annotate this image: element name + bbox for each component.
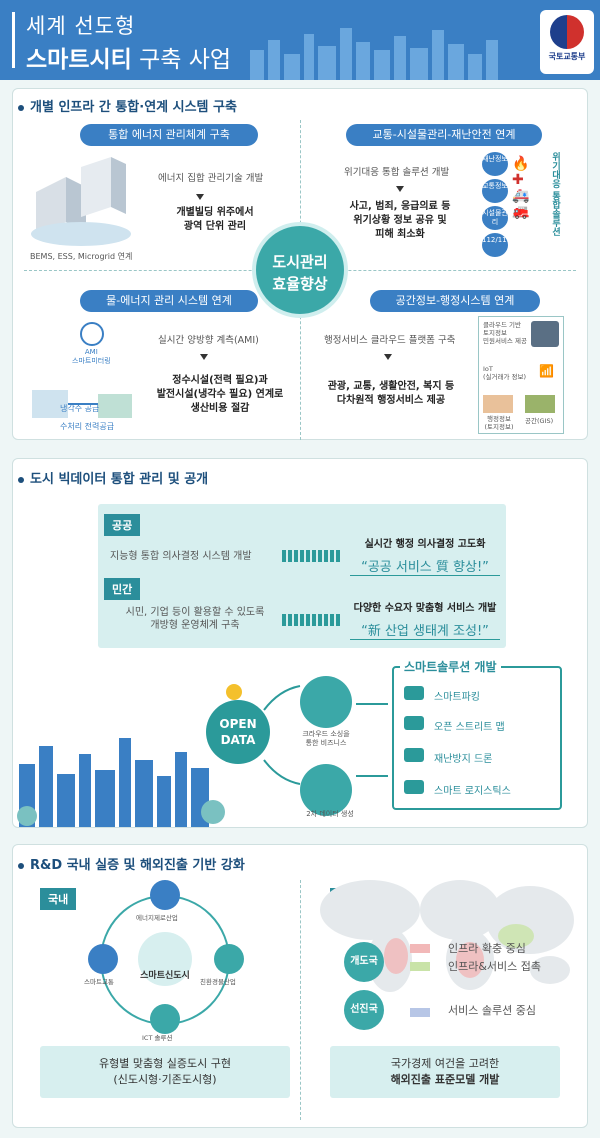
developing-badge: 개도국 <box>344 942 384 982</box>
arrow-icon <box>196 194 204 200</box>
arrow-icon <box>384 354 392 360</box>
sun-icon <box>226 684 242 700</box>
arrow-icon <box>282 550 342 562</box>
solution-item: 오픈 스트리트 맵 <box>434 722 505 733</box>
water-desc: 실시간 양방향 계측(AMI) <box>158 335 259 346</box>
water-pill: 물-에너지 관리 시스템 연계 <box>80 290 258 312</box>
arrow-icon <box>396 186 404 192</box>
section2-title: 도시 빅데이터 통합 관리 및 공개 <box>18 468 208 487</box>
public-result: 실시간 행정 의사결정 고도화 <box>364 539 486 550</box>
energy-pill: 통합 에너지 관리체계 구축 <box>80 124 258 146</box>
node-label: 친환경물산업 <box>200 978 236 986</box>
ministry-logo: 국토교통부 <box>540 10 594 74</box>
legend-label: 서비스 솔루션 중심 <box>448 1004 536 1017</box>
solution-item: 재난방지 드론 <box>434 754 493 765</box>
solution-item: 스마트파킹 <box>434 692 480 703</box>
city-skyline-illustration <box>17 738 225 827</box>
map-tile-icon <box>483 395 513 413</box>
cycle-arrows <box>263 685 388 785</box>
developed-badge: 선진국 <box>344 990 384 1030</box>
world-map <box>320 880 574 992</box>
meter-icon <box>80 322 104 346</box>
private-result: 다양한 수요자 맞춤형 서비스 개발 <box>353 603 497 614</box>
safety-desc: 위기대응 통합 솔루션 개발 <box>344 167 450 178</box>
phone-icon <box>531 321 559 347</box>
ministry-name: 국토교통부 <box>548 52 586 61</box>
coolant-label: 냉각수 공급 <box>60 404 100 413</box>
water-node <box>214 944 244 974</box>
map-pin-icon <box>404 716 424 730</box>
arrow-icon <box>200 354 208 360</box>
smart-city-center: 스마트신도시 <box>138 932 192 986</box>
public-quote: “공공 서비스 質 향상!” <box>350 556 500 576</box>
page-title-line1: 세계 선도형 <box>26 14 136 38</box>
drone-icon <box>404 748 424 762</box>
spatial-desc: 행정서비스 클라우드 플랫폼 구축 <box>324 335 456 346</box>
chart-growth-icon <box>300 764 352 816</box>
energy-zero-node <box>150 880 180 910</box>
buildings-illustration <box>31 157 131 246</box>
private-quote: “新 산업 생태계 조성!” <box>350 620 500 640</box>
transport-node <box>88 944 118 974</box>
header-bar <box>12 12 15 68</box>
gis-tile-icon <box>525 395 555 413</box>
solution-item: 스마트 로지스틱스 <box>434 786 511 797</box>
node-label: 스마트교통 <box>84 978 114 986</box>
ict-node <box>150 1004 180 1034</box>
node-label: ICT 솔루션 <box>142 1034 173 1042</box>
power-label: 수처리 전력공급 <box>60 422 115 431</box>
emergency-icons: 🔥✚🚑🚒 <box>512 156 530 220</box>
legend-swatch <box>410 1008 430 1017</box>
wifi-icon: 📶 <box>539 364 554 378</box>
section1-title: 개별 인프라 간 통합·연계 시스템 구축 <box>18 96 237 115</box>
water-plant-illustration <box>32 390 132 418</box>
skyline-illustration <box>250 28 498 80</box>
legend-label: 인프라&서비스 접촉 <box>448 960 542 973</box>
private-tag: 민간 <box>104 578 141 600</box>
domestic-tag: 국내 <box>40 888 77 910</box>
crowd-icon <box>300 676 352 728</box>
truck-icon <box>404 780 424 794</box>
public-tag: 공공 <box>104 514 141 536</box>
legend-label: 인프라 확충 중심 <box>448 942 526 955</box>
safety-side-label: 위기대응 통합솔루션 <box>550 152 560 237</box>
domestic-box: 유형별 맞춤형 실증도시 구현(신도시형·기존도시형) <box>40 1046 290 1098</box>
page-title-line2: 스마트시티 구축 사업 <box>26 47 232 73</box>
public-desc: 지능형 통합 의사결정 시스템 개발 <box>110 551 252 562</box>
safety-pill: 교통-시설물관리-재난안전 연계 <box>346 124 542 146</box>
spatial-pill: 공간정보-행정시스템 연계 <box>370 290 540 312</box>
divider-vertical <box>300 880 301 1120</box>
energy-desc: 에너지 집합 관리기술 개발 <box>158 173 264 184</box>
safety-tags: 재난정보 교통정보 시설물관리 112/119 <box>482 152 511 257</box>
parking-icon <box>404 686 424 700</box>
secondary-label: 2차 데이터 생성 <box>306 810 354 818</box>
header: 세계 선도형 스마트시티 구축 사업 국토교통부 <box>0 0 600 80</box>
solution-title: 스마트솔루션 개발 <box>400 658 501 675</box>
section3-title: R&D 국내 실증 및 해외진출 기반 강화 <box>18 854 245 873</box>
legend-swatch <box>410 944 430 953</box>
legend-swatch <box>410 962 430 971</box>
node-label: 에너지제로산업 <box>136 914 178 922</box>
taegeuk-icon <box>550 15 584 49</box>
arrow-icon <box>282 614 342 626</box>
energy-caption: BEMS, ESS, Microgrid 연계 <box>30 252 133 261</box>
